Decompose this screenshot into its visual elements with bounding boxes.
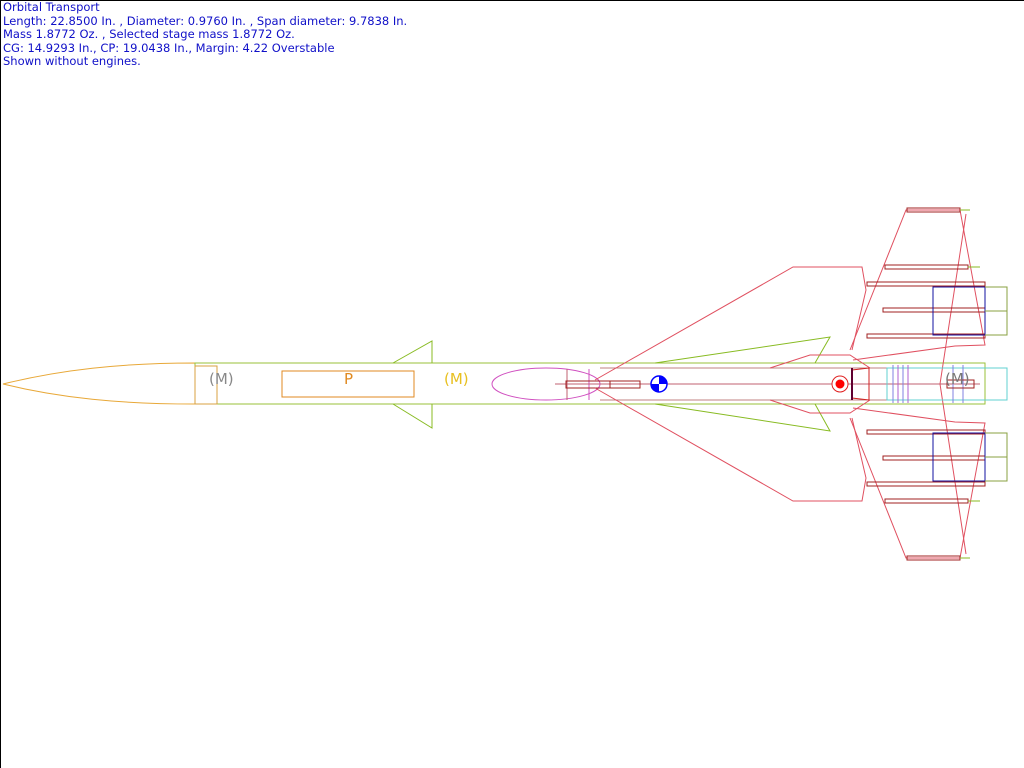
engine-note: Shown without engines. <box>3 54 141 68</box>
strake-top[interactable] <box>654 336 831 364</box>
strake-bottom[interactable] <box>654 403 831 432</box>
rocket-dimensions: Length: 22.8500 In. , Diameter: 0.9760 I… <box>3 13 408 28</box>
cp-marker <box>831 375 849 393</box>
parachute[interactable] <box>281 370 415 398</box>
rocket-name: Orbital Transport <box>3 0 100 14</box>
coupler[interactable] <box>194 365 218 405</box>
rocket-stability: CG: 14.9293 In., CP: 19.0438 In., Margin… <box>3 40 335 55</box>
rocket-mass: Mass 1.8772 Oz. , Selected stage mass 1.… <box>3 27 295 41</box>
mass-component-label[interactable]: (M) <box>945 370 970 388</box>
mass-component-label[interactable]: (M) <box>444 370 469 388</box>
rear-fin-top[interactable] <box>849 209 986 361</box>
wing-top[interactable] <box>594 266 867 381</box>
parachute-label: P <box>344 370 353 388</box>
wing-bottom[interactable] <box>594 387 867 502</box>
front-fin-top[interactable] <box>392 340 433 364</box>
rear-fin-bottom[interactable] <box>849 407 986 559</box>
pod-top[interactable] <box>932 286 986 336</box>
nose-cone[interactable] <box>2 362 196 405</box>
pod-bottom[interactable] <box>932 432 986 482</box>
rocket-info-panel: Orbital Transport Length: 22.8500 In. , … <box>3 0 408 69</box>
cg-marker <box>650 375 668 393</box>
front-fin-bottom[interactable] <box>392 403 433 429</box>
fin-tubes[interactable] <box>866 207 986 561</box>
engine-mount[interactable] <box>886 367 1008 401</box>
launch-lug[interactable] <box>565 380 641 389</box>
mass-component-label[interactable]: (M) <box>209 370 234 388</box>
